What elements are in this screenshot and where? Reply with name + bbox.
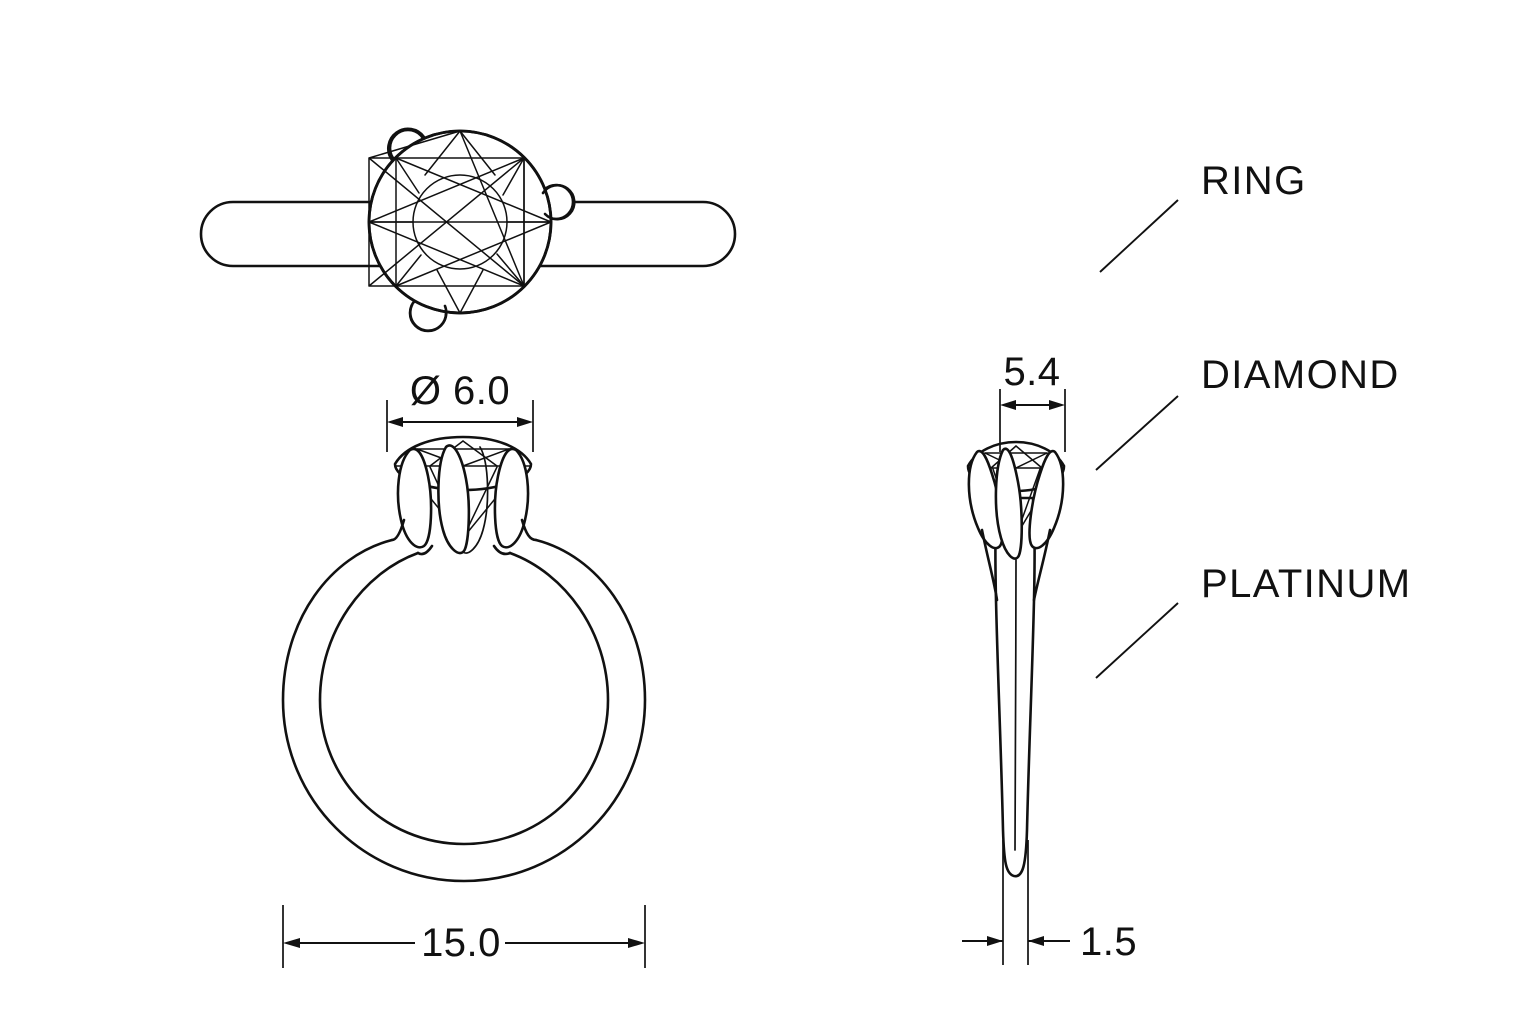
top-view [199,127,737,333]
kite-line-6 [459,269,484,314]
dim-text-ring-width: 15.0 [421,921,501,965]
shoulder-inner-right [492,544,512,556]
kite-line-8 [395,254,422,287]
prong-front-left [396,447,433,549]
kite-line-1 [459,130,496,176]
top-view-diamond [367,129,553,315]
shoulder-outer-right [520,518,538,542]
side-view: 5.4 1.5 [962,350,1137,965]
dimension-ring-width: 15.0 [282,905,646,968]
dim-text-head-width: 5.4 [1003,350,1060,394]
prong-front-right [493,447,530,549]
leader-line-platinum [1095,602,1179,679]
band-outer-profile [281,538,647,883]
front-view-prongs [396,444,530,555]
crown-facet-3 [462,440,498,467]
prong-bottom-front [409,303,448,332]
prong-upper-left-front [387,127,426,162]
callout-labels: RING DIAMOND PLATINUM [1201,159,1411,606]
side-view-head [966,440,1066,602]
callout-label-ring: RING [1201,159,1307,203]
kite-line-10 [395,157,420,194]
arrow-right-head-icon [1049,400,1065,410]
diamond-kite-facets [368,130,552,314]
diamond-girdle-outline-top [367,129,553,315]
dimension-shank-thickness: 1.5 [962,840,1137,965]
side-crown-facet-3 [1015,445,1043,469]
shoulder-inner-left [416,544,434,556]
arrow-left-dia-icon [387,417,403,427]
dim-text-stone-diameter: Ø 6.0 [410,369,510,413]
dimension-stone-diameter: Ø 6.0 [386,369,534,452]
callout-label-diamond: DIAMOND [1201,353,1400,397]
shoulder-outer-left [390,518,406,542]
prong-side-right [1028,449,1065,550]
shank-centre-edge [1014,559,1017,851]
leader-line-diamond [1095,395,1179,471]
arrow-in-right-shank-icon [1028,936,1044,946]
side-head-to-shank-right [1032,528,1052,602]
prong-side-left [967,449,1004,550]
dimension-head-width: 5.4 [999,350,1066,452]
band-inner-profile [318,551,610,846]
leader-line-ring [1099,199,1179,273]
crown-facet-4 [462,448,510,467]
arrow-right-dia-icon [517,417,533,427]
arrow-left-width-icon [283,938,300,948]
kite-line-5 [496,253,525,287]
arrow-right-width-icon [628,938,645,948]
front-view: Ø 6.0 15.0 [281,369,647,968]
side-view-shank [994,496,1036,878]
kite-line-7 [436,269,461,314]
front-view-band [281,538,647,883]
dim-text-shank-thickness: 1.5 [1080,920,1137,964]
front-view-head [390,435,538,556]
top-view-prongs-front [387,127,576,332]
arrow-left-head-icon [1000,400,1016,410]
star-facet-polygon-b [368,157,552,287]
kite-line-2 [424,130,461,176]
prong-side-center [994,447,1024,560]
callout-leaders [1095,199,1179,679]
kite-line-3 [502,157,525,196]
side-head-to-shank-left [980,528,999,602]
arrow-in-left-shank-icon [987,936,1003,946]
prong-right-front [541,183,576,221]
side-view-prongs [967,447,1065,560]
callout-label-platinum: PLATINUM [1201,562,1411,606]
side-crown-facet-4 [1015,452,1048,469]
prong-front-center-right [462,446,489,554]
